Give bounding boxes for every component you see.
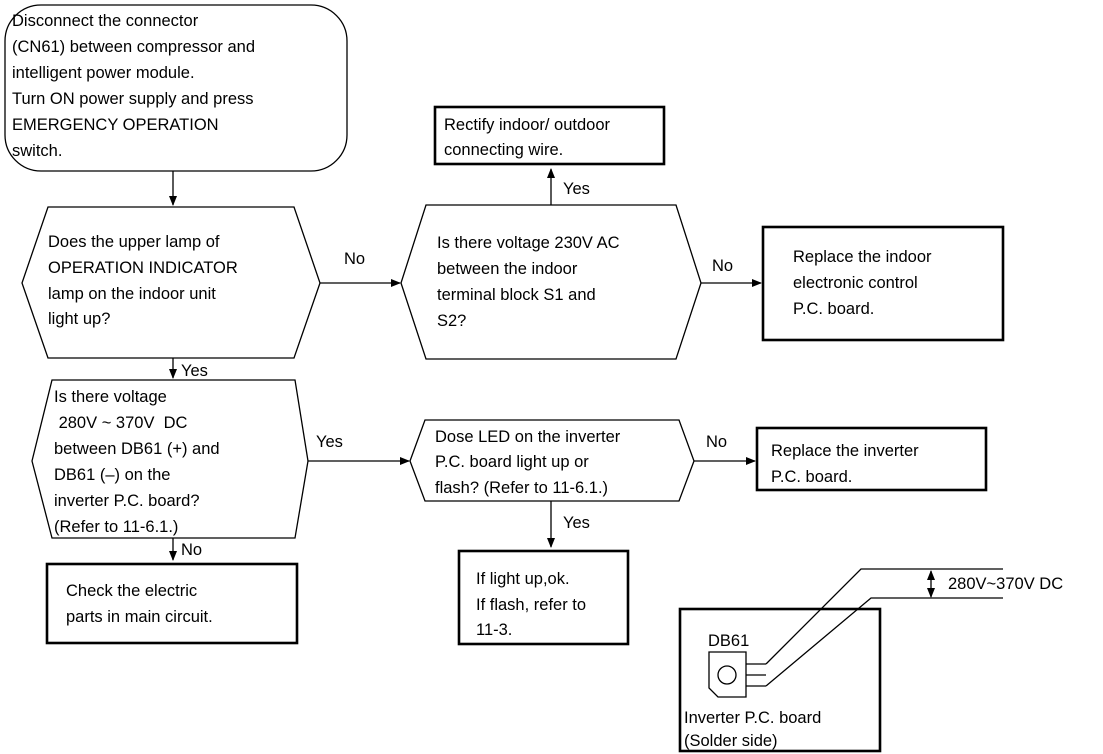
edge-lamp-yes-label: Yes — [181, 362, 208, 380]
voltage-dc-line-6: (Refer to 11-6.1.) — [54, 518, 178, 536]
edge-dc-yes-label: Yes — [316, 433, 343, 451]
voltage-ac-line-4: S2? — [437, 312, 466, 330]
voltage-ac-line-1: Is there voltage 230V AC — [437, 234, 620, 252]
process-rectify-node: Rectify indoor/ outdoor connecting wire. — [433, 105, 666, 166]
board-caption-line-2: (Solder side) — [684, 732, 778, 750]
if-light-line-1: If light up,ok. — [476, 570, 570, 588]
decision-voltage-dc-node: Is there voltage 280V ~ 370V DC between … — [31, 379, 309, 539]
probe-lead-positive — [765, 568, 1003, 665]
rectify-line-2: connecting wire. — [444, 141, 563, 159]
process-replace-indoor-node: Replace the indoor electronic control P.… — [761, 225, 1005, 342]
board-caption-line-1: Inverter P.C. board — [684, 709, 821, 727]
process-check-parts-node: Check the electric parts in main circuit… — [45, 562, 299, 645]
start-line-2: (CN61) between compressor and — [12, 38, 255, 56]
voltage-ac-line-3: terminal block S1 and — [437, 286, 596, 304]
voltage-dc-line-5: inverter P.C. board? — [54, 492, 200, 510]
led-line-3: flash? (Refer to 11-6.1.) — [435, 479, 608, 497]
process-replace-inverter-node: Replace the inverter P.C. board. — [755, 426, 988, 492]
voltage-dc-line-1: Is there voltage — [54, 388, 167, 406]
voltage-dc-line-3: between DB61 (+) and — [54, 440, 220, 458]
lamp-line-4: light up? — [48, 310, 110, 328]
edge-led-no-label: No — [706, 433, 727, 451]
if-light-line-3: 11-3. — [476, 621, 512, 639]
if-light-line-2: If flash, refer to — [476, 596, 586, 614]
led-line-2: P.C. board light up or — [435, 453, 589, 471]
decision-lamp-node: Does the upper lamp of OPERATION INDICAT… — [21, 206, 321, 359]
edge-dc-no-label: No — [181, 541, 202, 559]
start-line-6: switch. — [12, 142, 62, 160]
start-terminal-node: Disconnect the connector (CN61) between … — [4, 4, 348, 172]
replace-inverter-line-2: P.C. board. — [771, 468, 852, 486]
probe-lead-negative — [765, 597, 1003, 687]
lamp-line-1: Does the upper lamp of — [48, 233, 220, 251]
edge-lamp-no-label: No — [344, 250, 365, 268]
board-outline — [678, 607, 882, 753]
start-line-1: Disconnect the connector — [12, 12, 199, 30]
inverter-board-illustration: DB61 280V~370V DC Inverter P.C. board (S… — [678, 568, 1063, 753]
decision-voltage-ac-node: Is there voltage 230V AC between the ind… — [400, 204, 702, 360]
edge-led-yes-label: Yes — [563, 514, 590, 532]
voltage-dc-line-4: DB61 (–) on the — [54, 466, 170, 484]
start-line-5: EMERGENCY OPERATION — [12, 116, 219, 134]
process-if-light-node: If light up,ok. If flash, refer to 11-3. — [457, 549, 630, 646]
led-line-1: Dose LED on the inverter — [435, 428, 621, 446]
db61-mounting-hole — [717, 665, 737, 685]
check-parts-line-1: Check the electric — [66, 582, 197, 600]
edge-ac-no-label: No — [712, 257, 733, 275]
replace-indoor-line-3: P.C. board. — [793, 300, 874, 318]
lamp-line-2: OPERATION INDICATOR — [48, 259, 238, 277]
voltage-dimension-label: 280V~370V DC — [948, 575, 1063, 593]
lamp-line-3: lamp on the indoor unit — [48, 285, 216, 303]
db61-label: DB61 — [708, 632, 749, 650]
replace-indoor-line-1: Replace the indoor — [793, 248, 932, 266]
start-line-3: intelligent power module. — [12, 64, 195, 82]
edge-ac-yes-label: Yes — [563, 180, 590, 198]
replace-inverter-line-1: Replace the inverter — [771, 442, 919, 460]
start-line-4: Turn ON power supply and press — [12, 90, 254, 108]
voltage-ac-line-2: between the indoor — [437, 260, 578, 278]
check-parts-line-2: parts in main circuit. — [66, 608, 213, 626]
decision-led-node: Dose LED on the inverter P.C. board ligh… — [409, 419, 695, 502]
rectify-line-1: Rectify indoor/ outdoor — [444, 116, 611, 134]
voltage-dc-line-2: 280V ~ 370V DC — [54, 414, 188, 432]
replace-indoor-line-2: electronic control — [793, 274, 918, 292]
